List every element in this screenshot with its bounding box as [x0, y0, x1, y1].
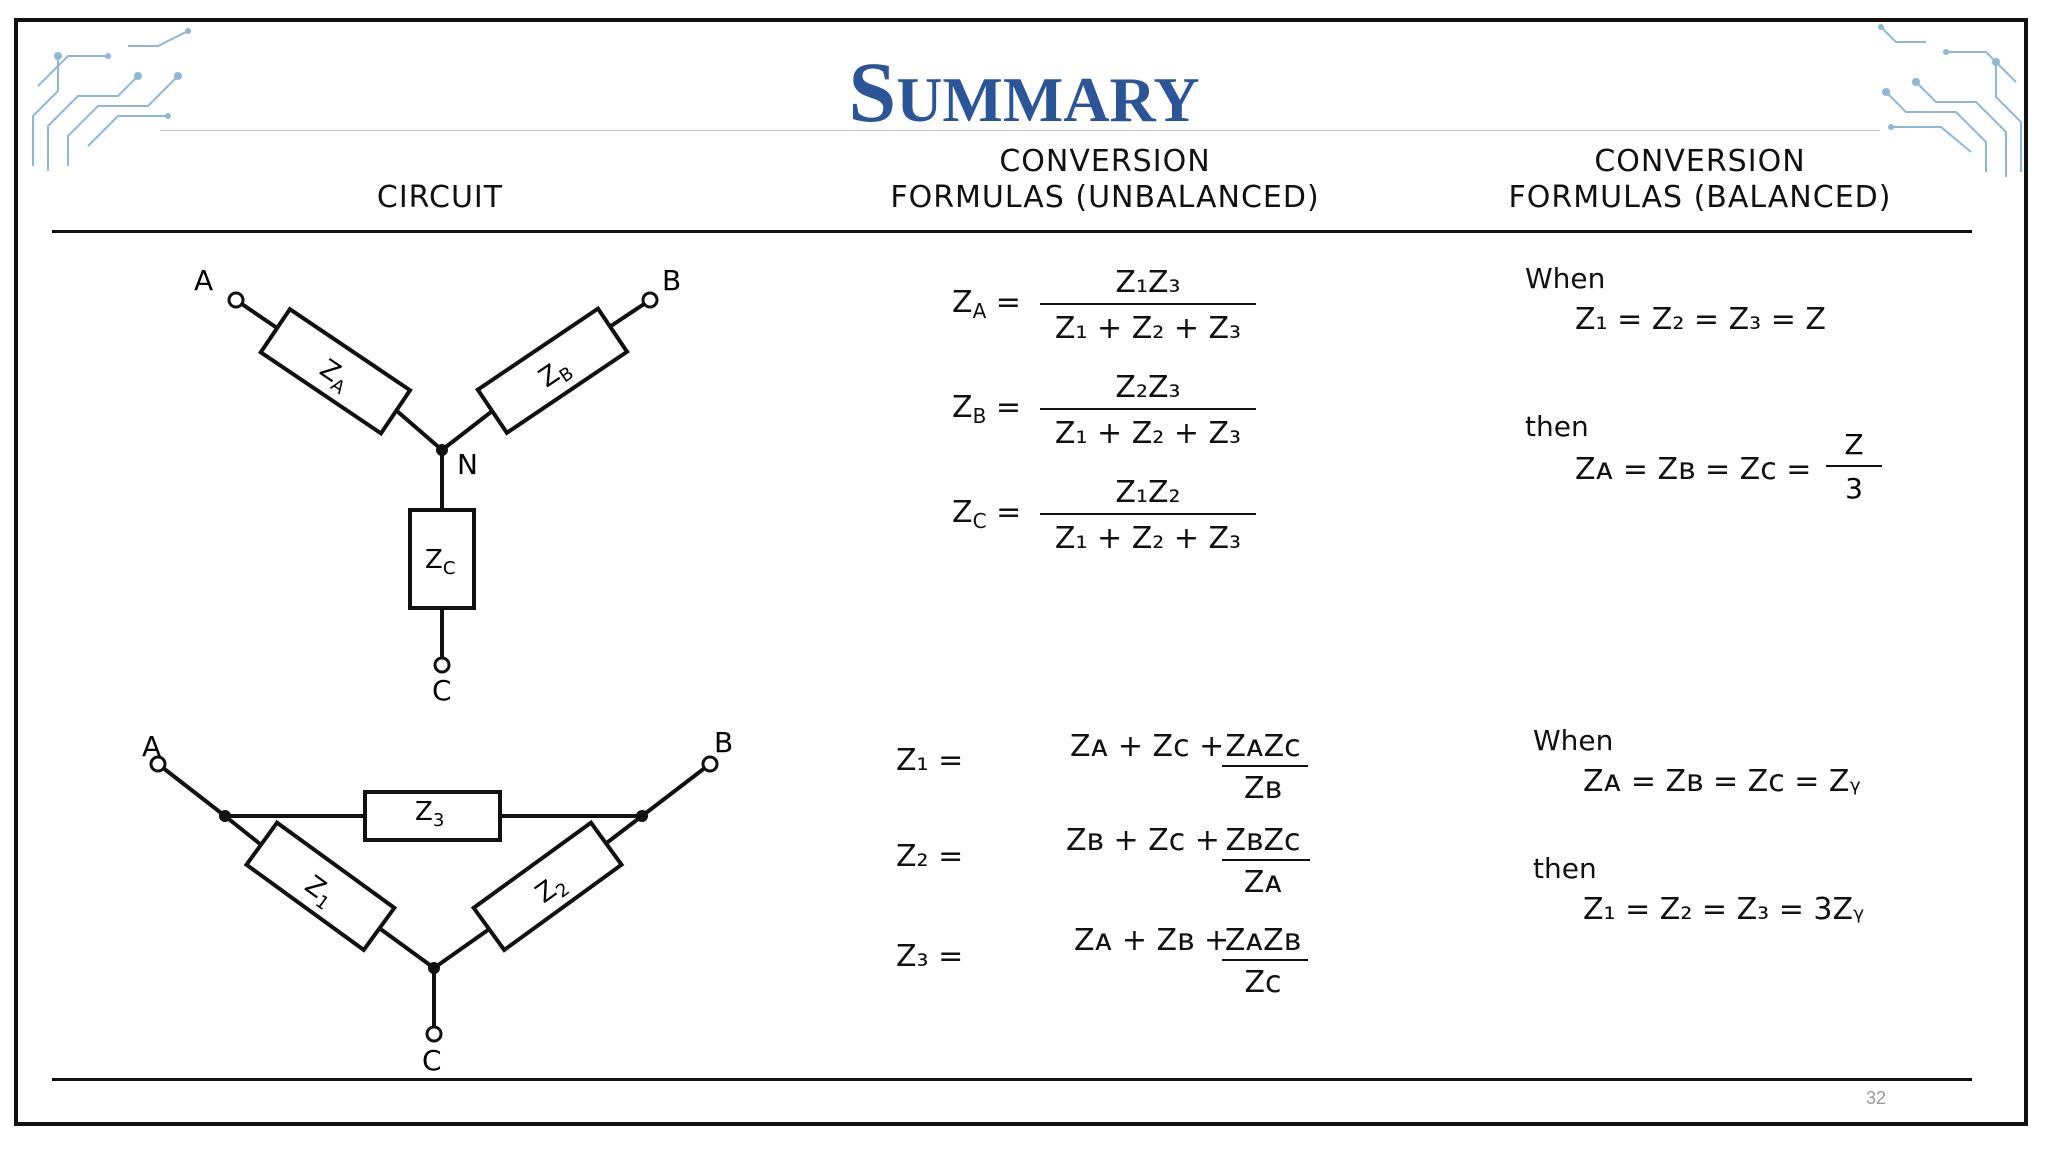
- za-lhs: ZA =: [952, 285, 1021, 323]
- header-circuit: CIRCUIT: [376, 180, 504, 215]
- terminal-b: [701, 755, 719, 773]
- z1-denominator: Zʙ: [1244, 771, 1282, 806]
- balanced-wye-result: Zᴀ = Zʙ = Zᴄ =: [1575, 452, 1812, 487]
- junction-bottom: [428, 962, 440, 974]
- fraction-denominator: 3: [1845, 472, 1863, 504]
- circuit-decoration-right: [1878, 24, 2022, 177]
- wye-circuit-diagram: A B C N ZA ZB ZC: [194, 264, 681, 707]
- label-a: A: [194, 264, 213, 297]
- zb-denominator: Z₁ + Z₂ + Z₃: [1055, 416, 1241, 451]
- junction-right: [636, 810, 648, 822]
- label-c: C: [422, 1044, 442, 1077]
- page-number: 32: [1866, 1088, 1887, 1108]
- balanced-delta-result: Z₁ = Z₂ = Z₃ = 3Zᵧ: [1583, 892, 1865, 927]
- zb-lhs: ZB =: [952, 390, 1021, 428]
- balanced-wye-condition: Z₁ = Z₂ = Z₃ = Z: [1575, 302, 1826, 337]
- z2-terms: Zʙ + Zᴄ +: [1066, 823, 1220, 858]
- footer-rule: [52, 1078, 1972, 1081]
- label-b: B: [662, 264, 681, 297]
- label-n: N: [457, 448, 478, 481]
- label-z3: Z3: [415, 797, 444, 831]
- unbalanced-delta-formulas: Z₁ = Zᴀ + Zᴄ + ZᴀZᴄ Zʙ Z₂ = Zʙ + Zᴄ + Zʙ…: [896, 729, 1310, 1000]
- header-balanced: CONVERSION FORMULAS (BALANCED): [1508, 144, 1892, 215]
- balanced-wye-fraction: Z 3: [1826, 428, 1882, 504]
- header-rule: [52, 230, 1972, 233]
- fraction-numerator: Z: [1844, 428, 1863, 461]
- z3-terms: Zᴀ + Zʙ +: [1074, 923, 1229, 958]
- label-c: C: [432, 674, 452, 707]
- label-a: A: [142, 730, 161, 763]
- terminal-a: [149, 755, 167, 773]
- za-numerator: Z₁Z₃: [1115, 265, 1180, 300]
- circuit-decoration-left: [32, 28, 191, 171]
- z3-denominator: Zᴄ: [1244, 965, 1281, 1000]
- za-denominator: Z₁ + Z₂ + Z₃: [1055, 311, 1241, 346]
- z3-lhs: Z₃ =: [896, 939, 963, 974]
- z1-numerator: ZᴀZᴄ: [1225, 729, 1300, 764]
- terminal-b: [641, 291, 659, 309]
- balanced-delta-condition: Zᴀ = Zʙ = Zᴄ = Zᵧ: [1583, 764, 1861, 799]
- node-n: [436, 444, 448, 456]
- zc-numerator: Z₁Z₂: [1115, 475, 1180, 510]
- balanced-delta-then: then: [1533, 852, 1597, 885]
- z2-numerator: ZʙZᴄ: [1226, 823, 1301, 858]
- zc-lhs: ZC =: [952, 495, 1021, 533]
- balanced-delta-when: When: [1533, 724, 1614, 757]
- unbalanced-wye-formulas: ZA = Z₁Z₃ Z₁ + Z₂ + Z₃ ZB = Z₂Z₃ Z₁ + Z₂…: [952, 265, 1256, 556]
- slide-frame: [14, 18, 2028, 1126]
- label-zc: ZC: [425, 545, 455, 579]
- header-unbalanced: CONVERSION FORMULAS (UNBALANCED): [890, 144, 1320, 215]
- page-title: SUMMARY: [848, 44, 1200, 140]
- balanced-wye-when: When: [1525, 262, 1606, 295]
- z2-lhs: Z₂ =: [896, 839, 963, 874]
- label-b: B: [714, 726, 733, 759]
- z1-lhs: Z₁ =: [896, 743, 963, 778]
- title-divider: [160, 130, 1880, 131]
- zc-denominator: Z₁ + Z₂ + Z₃: [1055, 521, 1241, 556]
- terminal-c: [425, 1025, 443, 1043]
- z2-denominator: Zᴀ: [1244, 865, 1282, 900]
- terminal-c: [433, 656, 451, 674]
- z3-numerator: ZᴀZʙ: [1225, 923, 1301, 958]
- z1-terms: Zᴀ + Zᴄ +: [1070, 729, 1224, 764]
- junction-left: [219, 810, 231, 822]
- zb-numerator: Z₂Z₃: [1115, 370, 1180, 405]
- balanced-wye-then: then: [1525, 410, 1589, 443]
- delta-circuit-diagram: A B C Z3 Z1 Z2: [142, 726, 733, 1077]
- terminal-a: [227, 291, 245, 309]
